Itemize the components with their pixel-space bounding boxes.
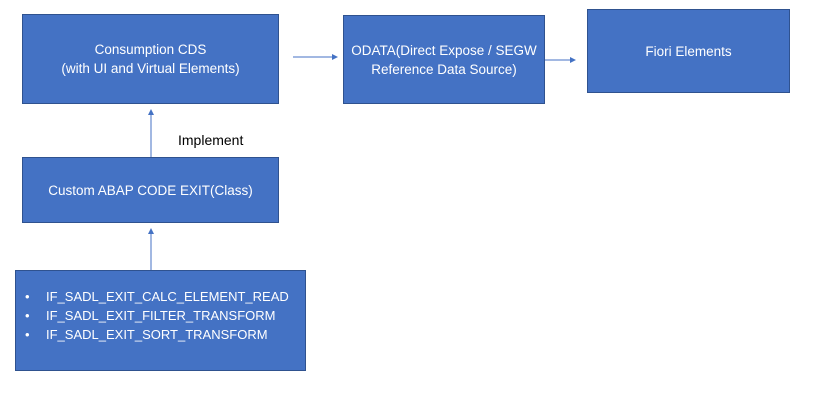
consumption-cds-box: Consumption CDS (with UI and Virtual Ele… [22,14,279,104]
consumption-cds-subtitle: (with UI and Virtual Elements) [61,61,240,76]
bullet-icon: • [25,327,30,342]
list-item: • IF_SADL_EXIT_FILTER_TRANSFORM [25,306,289,325]
custom-abap-exit-box: Custom ABAP CODE EXIT(Class) [22,157,279,223]
interface-name: IF_SADL_EXIT_SORT_TRANSFORM [46,327,268,342]
interface-name: IF_SADL_EXIT_CALC_ELEMENT_READ [46,289,289,304]
odata-box: ODATA(Direct Expose / SEGW Reference Dat… [343,15,545,104]
consumption-cds-title: Consumption CDS [94,42,207,57]
list-item: • IF_SADL_EXIT_SORT_TRANSFORM [25,325,289,344]
fiori-elements-title: Fiori Elements [645,43,732,59]
sadl-interface-list: • IF_SADL_EXIT_CALC_ELEMENT_READ • IF_SADL… [25,287,289,344]
bullet-icon: • [25,308,30,323]
sadl-interfaces-box: • IF_SADL_EXIT_CALC_ELEMENT_READ • IF_SADL… [15,270,306,371]
implement-label: Implement [178,132,244,148]
fiori-elements-box: Fiori Elements [587,9,790,93]
interface-name: IF_SADL_EXIT_FILTER_TRANSFORM [46,308,276,323]
list-item: • IF_SADL_EXIT_CALC_ELEMENT_READ [25,287,289,306]
bullet-icon: • [25,289,30,304]
odata-subtitle: Reference Data Source) [371,61,517,77]
odata-title: ODATA(Direct Expose / SEGW [351,42,537,58]
custom-abap-exit-title: Custom ABAP CODE EXIT(Class) [48,182,253,198]
